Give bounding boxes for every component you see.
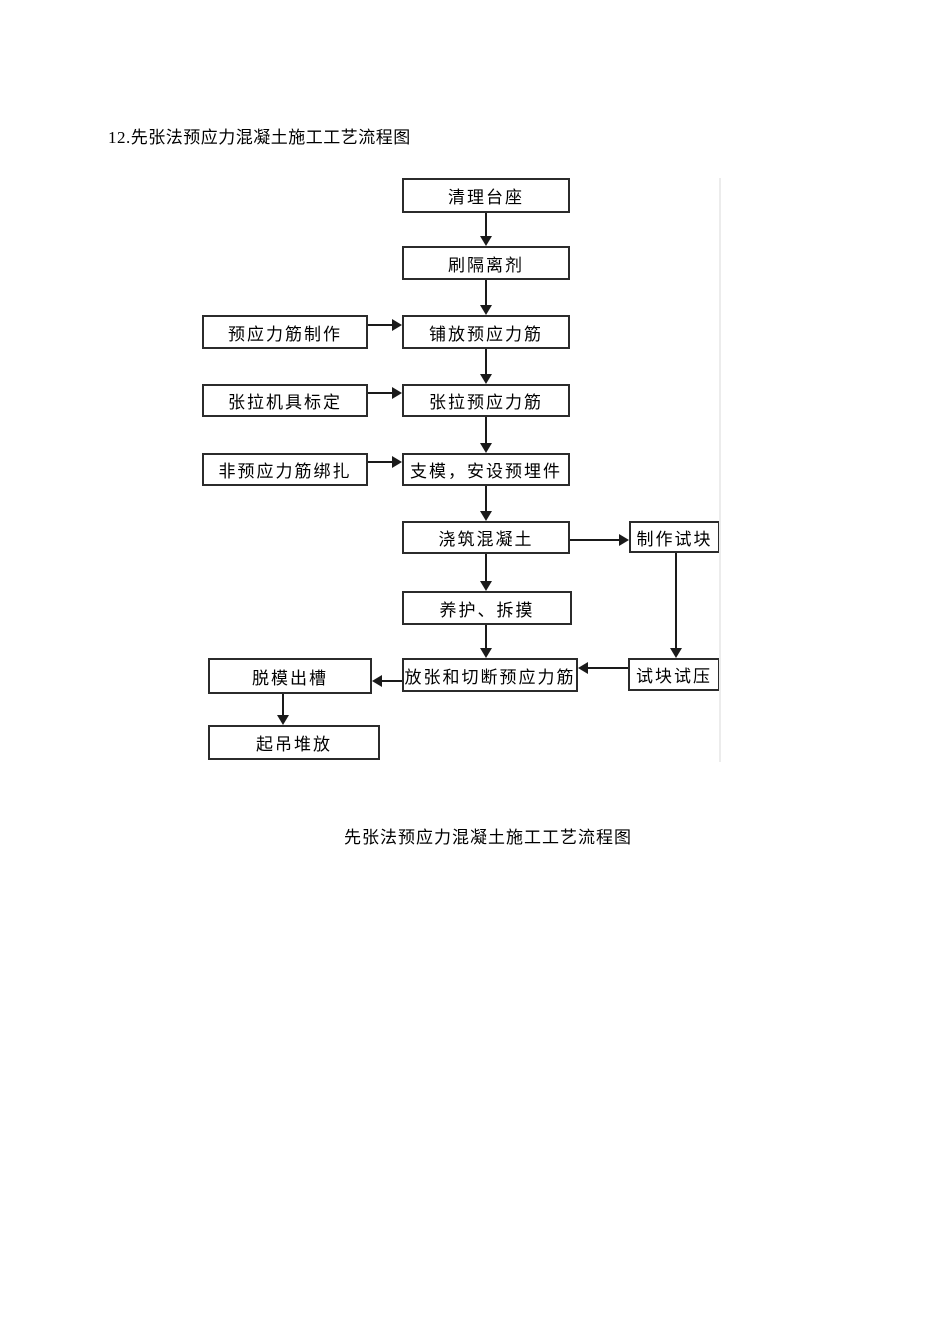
arrowhead-icon xyxy=(277,715,289,725)
connector-line xyxy=(368,392,393,394)
diagram-caption: 先张法预应力混凝土施工工艺流程图 xyxy=(344,828,632,847)
flow-node-release-cut-tendons: 放张和切断预应力筋 xyxy=(402,658,578,692)
arrowhead-icon xyxy=(480,581,492,591)
drawing-canvas-edge xyxy=(719,178,721,762)
flow-node-tie-non-prestressed: 非预应力筋绑扎 xyxy=(202,453,368,486)
connector-line xyxy=(675,553,677,649)
flow-node-curing-stripping: 养护、拆摸 xyxy=(402,591,572,625)
page-title: 12.先张法预应力混凝土施工工艺流程图 xyxy=(108,128,411,147)
connector-line xyxy=(570,539,620,541)
connector-line xyxy=(485,213,487,237)
flow-node-clean-platform: 清理台座 xyxy=(402,178,570,213)
flow-node-make-test-blocks: 制作试块 xyxy=(629,521,720,553)
arrowhead-icon xyxy=(480,648,492,658)
connector-line xyxy=(485,554,487,582)
connector-line xyxy=(485,486,487,512)
connector-line xyxy=(368,324,393,326)
connector-line xyxy=(368,461,393,463)
arrowhead-icon xyxy=(392,319,402,331)
connector-line xyxy=(485,280,487,306)
connector-line xyxy=(485,417,487,444)
flow-node-jack-calibration: 张拉机具标定 xyxy=(202,384,368,417)
flow-node-test-block-compression: 试块试压 xyxy=(628,658,720,691)
arrowhead-icon xyxy=(480,305,492,315)
arrowhead-icon xyxy=(480,236,492,246)
connector-line xyxy=(282,694,284,716)
flow-node-pour-concrete: 浇筑混凝土 xyxy=(402,521,570,554)
arrowhead-icon xyxy=(480,443,492,453)
connector-line xyxy=(485,625,487,649)
arrowhead-icon xyxy=(480,374,492,384)
arrowhead-icon xyxy=(372,675,382,687)
arrowhead-icon xyxy=(392,387,402,399)
connector-line xyxy=(485,349,487,375)
flow-node-lay-tendons: 铺放预应力筋 xyxy=(402,315,570,349)
flow-node-brush-release-agent: 刷隔离剂 xyxy=(402,246,570,280)
flow-node-demould-out-of-bed: 脱模出槽 xyxy=(208,658,372,694)
flow-node-lift-and-stack: 起吊堆放 xyxy=(208,725,380,760)
flow-node-tension-tendons: 张拉预应力筋 xyxy=(402,384,570,417)
connector-line xyxy=(587,667,628,669)
arrowhead-icon xyxy=(619,534,629,546)
flow-node-tendon-fabrication: 预应力筋制作 xyxy=(202,315,368,349)
connector-line xyxy=(381,680,402,682)
arrowhead-icon xyxy=(480,511,492,521)
flow-node-formwork-embeds: 支模，安设预埋件 xyxy=(402,453,570,486)
arrowhead-icon xyxy=(392,456,402,468)
arrowhead-icon xyxy=(670,648,682,658)
arrowhead-icon xyxy=(578,662,588,674)
